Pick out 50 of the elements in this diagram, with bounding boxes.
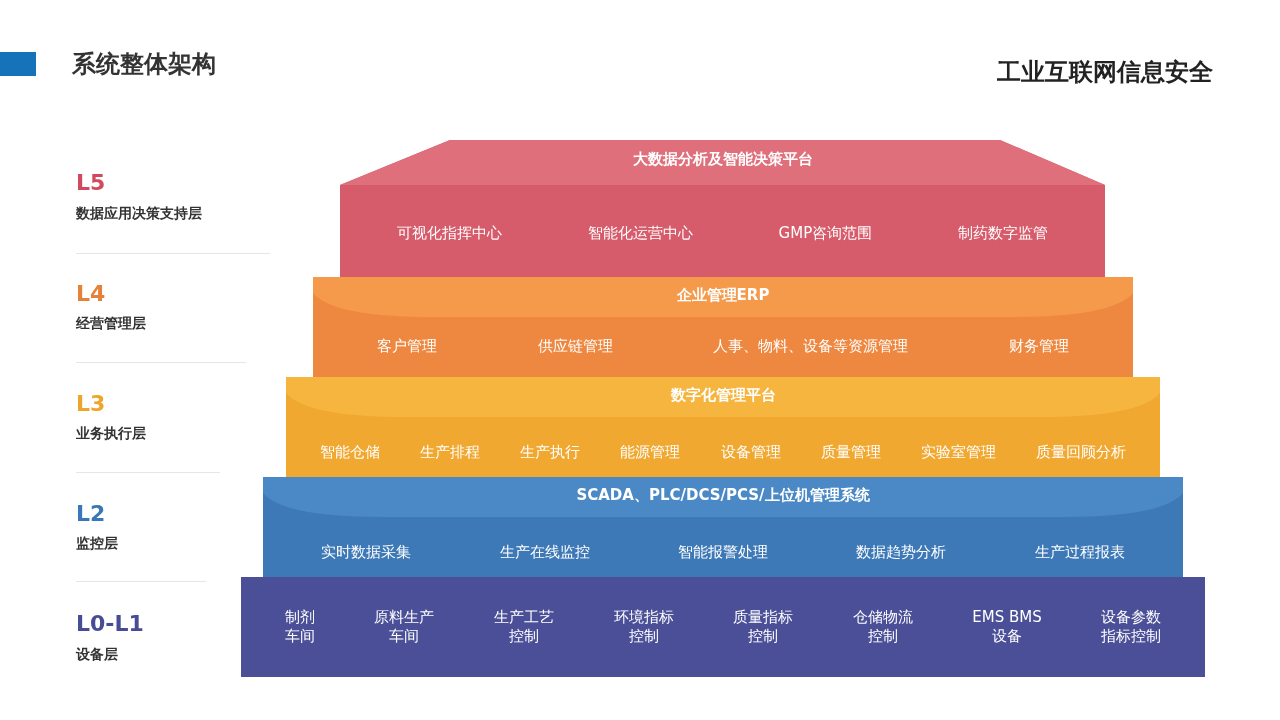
layer-title: 大数据分析及智能决策平台 [632,150,813,169]
level-code: L0-L1 [76,611,144,636]
module-label: 智能仓储 [320,442,381,462]
level-code: L4 [76,281,106,306]
module-label: 环境指标控制 [612,608,675,646]
module-label: 制剂车间 [284,608,316,646]
module-label: 财务管理 [1008,336,1069,356]
module-label: 原料生产车间 [373,608,436,646]
layer-title: 企业管理ERP [676,286,770,305]
module-label: 设备管理 [720,442,781,462]
module-label: 数据趋势分析 [856,542,947,562]
layer-band [286,377,1160,477]
level-code: L2 [76,501,106,526]
module-label: 设备参数指标控制 [1100,608,1162,646]
module-label: 仓储物流控制 [852,608,914,646]
page-title: 系统整体架构 [72,49,216,80]
level-name: 经营管理层 [76,315,146,333]
module-label: 生产排程 [420,442,481,462]
module-label: 实时数据采集 [321,542,412,562]
level-code: L5 [76,170,106,195]
module-label: 客户管理 [377,336,438,356]
module-label: 质量指标控制 [732,608,795,646]
module-label: 智能化运营中心 [587,223,693,243]
module-label: 质量管理 [820,442,881,462]
level-name: 业务执行层 [76,425,146,443]
module-label: 生产过程报表 [1034,542,1125,562]
level-name: 数据应用决策支持层 [76,205,202,223]
layer-band [340,140,1105,277]
page-subtitle: 工业互联网信息安全 [997,57,1213,88]
layer-band [241,577,1205,677]
module-label: 可视化指挥中心 [396,223,502,243]
layer-title: SCADA、PLC/DCS/PCS/上位机管理系统 [576,486,870,505]
module-label: 能源管理 [620,442,681,462]
module-label: 智能报警处理 [677,542,768,562]
module-label: 制药数字监管 [958,223,1049,243]
layer-band [263,477,1183,577]
module-label: 人事、物料、设备等资源管理 [713,336,909,356]
module-label: 供应链管理 [537,336,613,356]
module-label: 实验室管理 [920,442,996,462]
module-label: GMP咨询范围 [778,223,873,243]
module-label: 生产工艺控制 [493,608,555,646]
layer-title: 数字化管理平台 [670,386,776,405]
level-name: 设备层 [76,646,118,664]
level-code: L3 [76,391,106,416]
module-label: 生产执行 [520,442,581,462]
module-label: EMS BMS设备 [971,608,1043,646]
level-name: 监控层 [76,535,118,553]
module-label: 质量回顾分析 [1035,442,1126,462]
module-label: 生产在线监控 [499,542,590,562]
layer-band [313,277,1133,377]
